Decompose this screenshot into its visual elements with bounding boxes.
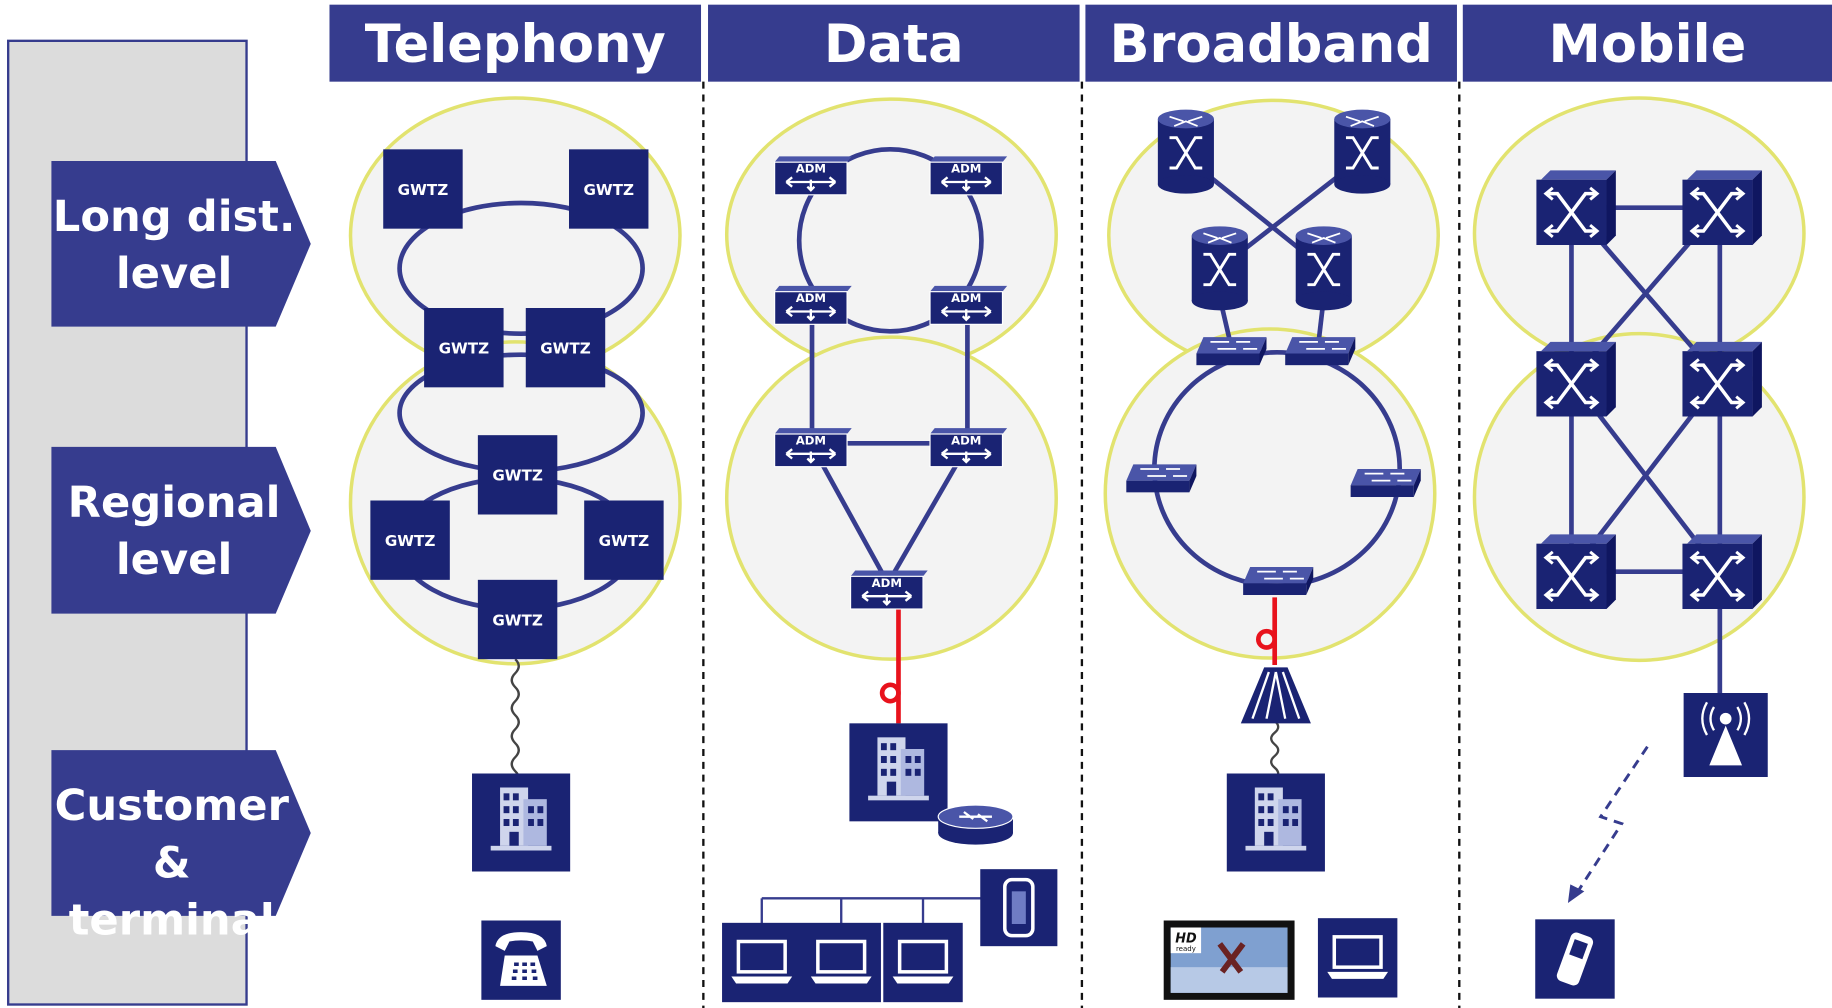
column-header-data: Data: [708, 4, 1080, 82]
adm-node: ADM: [929, 285, 1008, 325]
broadband-access-line: [1255, 597, 1278, 666]
hd-label: HD: [1175, 932, 1197, 947]
data-regional-domain: [724, 335, 1058, 661]
level-customer: Customer & terminal: [47, 777, 297, 949]
switch-icon: [1125, 463, 1198, 494]
gwtz-node: GWTZ: [383, 149, 463, 229]
column-separators: [702, 81, 1461, 1008]
building-icon: [849, 723, 948, 822]
gwtz-node: GWTZ: [477, 435, 558, 515]
laptop-icon: [1316, 916, 1400, 1000]
gwtz-label: GWTZ: [492, 467, 543, 485]
switch-icon: [1195, 336, 1268, 367]
core-router-icon: [1190, 224, 1250, 312]
adm-label: ADM: [951, 434, 981, 448]
building-icon: [1226, 773, 1325, 872]
antenna-icon: [1683, 693, 1768, 778]
phone-icon: [481, 920, 561, 1000]
broadband-drop-line: [1270, 720, 1280, 781]
level-arrow-regional: [51, 446, 311, 614]
modem-icon: [980, 869, 1058, 947]
adm-node: ADM: [774, 285, 852, 325]
column-header-telephony: Telephony: [329, 4, 702, 82]
adm-label: ADM: [951, 162, 981, 176]
adm-node: ADM: [774, 428, 852, 468]
level-arrow-long-dist: [51, 161, 311, 327]
level-long-dist-line1: Long dist.: [52, 191, 296, 242]
mobile-switch-icon: [1534, 168, 1618, 247]
column-header-mobile: Mobile: [1462, 4, 1832, 82]
gwtz-label: GWTZ: [599, 532, 650, 550]
data-access-line: [879, 606, 901, 724]
mobile-phone-icon: [1535, 919, 1615, 999]
gwtz-label: GWTZ: [385, 532, 436, 550]
core-router-icon: [1332, 108, 1392, 196]
level-long-dist: Long dist. level: [51, 188, 296, 302]
switch-icon: [1242, 566, 1315, 596]
wireless-arrow-head: [1567, 884, 1585, 904]
column-header-broadband: Broadband: [1085, 4, 1457, 82]
gwtz-node: GWTZ: [584, 500, 664, 580]
core-router-icon: [1294, 224, 1354, 312]
gwtz-label: GWTZ: [583, 181, 634, 199]
mobile-switch-icon: [1534, 340, 1618, 419]
adm-label: ADM: [872, 576, 902, 590]
switch-icon: [1349, 468, 1422, 498]
adm-label: ADM: [951, 291, 981, 305]
gwtz-node: GWTZ: [477, 579, 558, 660]
core-router-icon: [1156, 108, 1216, 196]
ready-label: ready: [1176, 945, 1196, 953]
gwtz-label: GWTZ: [492, 611, 543, 629]
gwtz-node: GWTZ: [568, 149, 649, 229]
wireless-link: [1573, 745, 1649, 897]
building-icon: [472, 773, 571, 872]
data-lan: [760, 897, 984, 925]
gwtz-node: GWTZ: [370, 500, 450, 580]
router-icon: [937, 804, 1014, 845]
adm-node: ADM: [849, 570, 928, 610]
gwtz-label: GWTZ: [540, 340, 591, 358]
level-customer-line2: & terminal: [68, 837, 275, 946]
mobile-switch-icon: [1680, 340, 1764, 419]
laptop-icon: [881, 921, 965, 1004]
adm-label: ADM: [796, 434, 826, 448]
level-arrow-customer: [51, 750, 311, 916]
gwtz-node: GWTZ: [424, 308, 504, 388]
adm-node: ADM: [929, 428, 1008, 468]
gwtz-node: GWTZ: [525, 308, 606, 388]
mobile-switch-icon: [1680, 532, 1764, 611]
hd-tv-icon: HD ready: [1163, 920, 1295, 1000]
splitter-icon: [1240, 667, 1311, 724]
broadband-regional-domain: [1103, 327, 1437, 660]
gwtz-label: GWTZ: [439, 340, 490, 358]
adm-node: ADM: [774, 156, 852, 196]
mobile-switch-icon: [1680, 168, 1764, 247]
level-regional-line2: level: [115, 534, 233, 585]
level-customer-line1: Customer: [54, 780, 289, 831]
gwtz-label: GWTZ: [398, 181, 449, 199]
level-regional-line1: Regional: [67, 477, 281, 528]
level-regional: Regional level: [51, 474, 296, 588]
laptop-icon: [799, 921, 883, 1004]
laptop-icon: [720, 921, 804, 1004]
level-long-dist-line2: level: [115, 248, 233, 299]
level-arrows: [51, 161, 311, 916]
data-links: [796, 147, 984, 585]
adm-node: ADM: [929, 156, 1008, 196]
adm-label: ADM: [796, 162, 826, 176]
mobile-switch-icon: [1534, 532, 1618, 611]
adm-label: ADM: [796, 291, 826, 305]
switch-icon: [1284, 336, 1357, 367]
